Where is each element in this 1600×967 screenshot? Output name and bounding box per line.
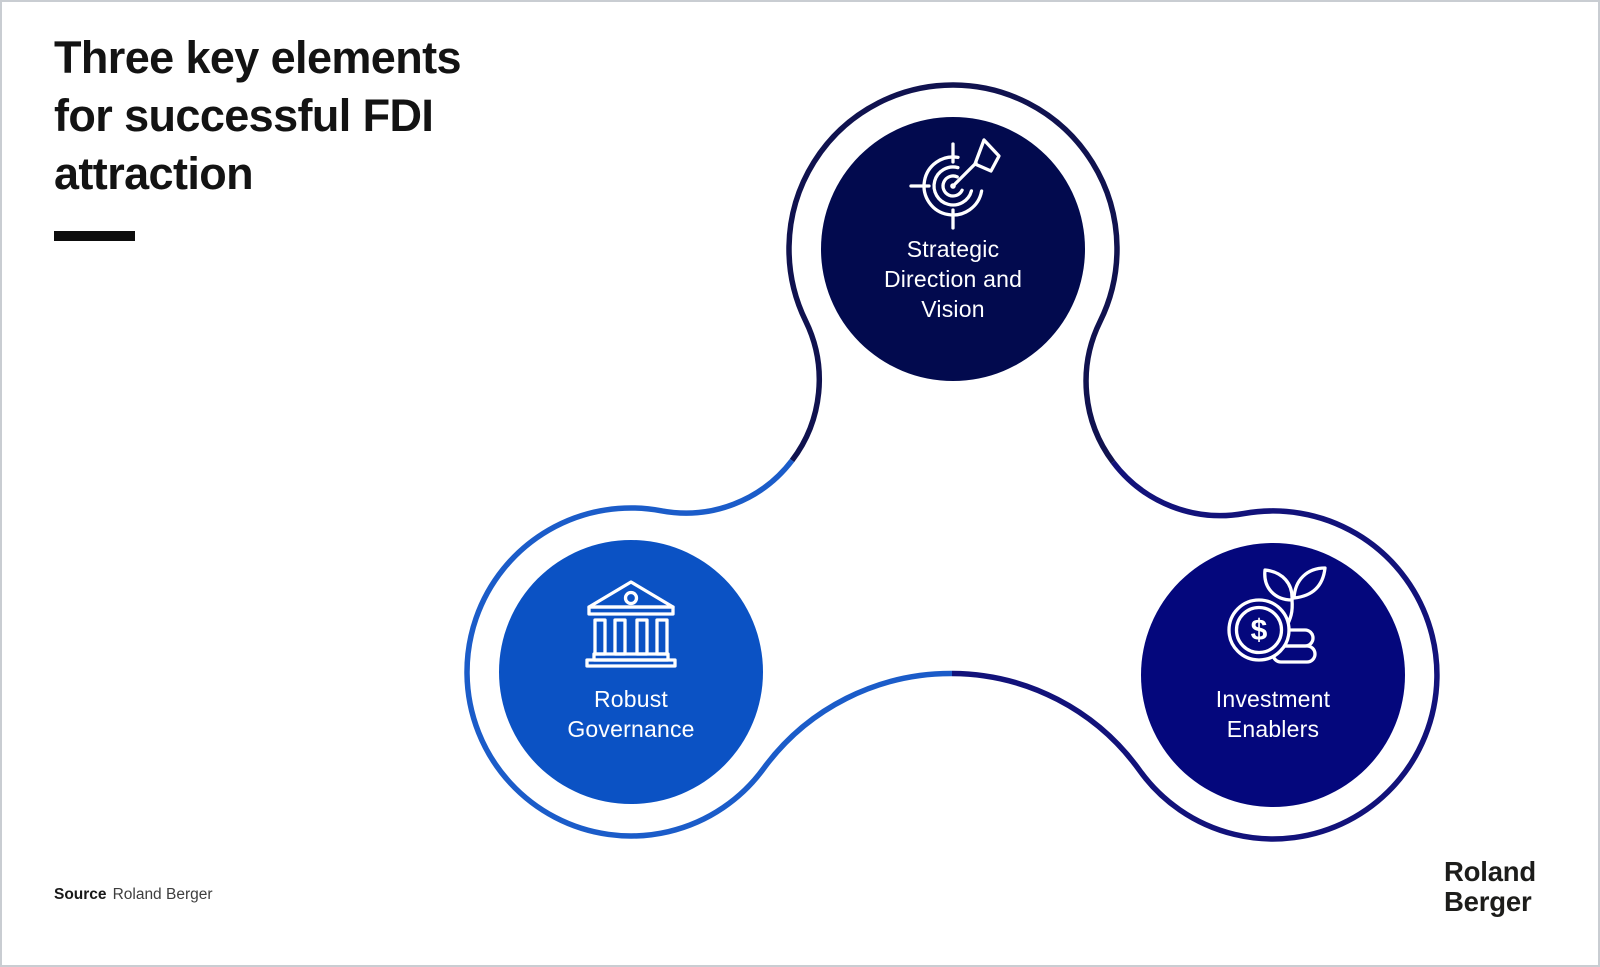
- node-label-governance: Robust Governance: [501, 684, 761, 744]
- target-inner-ring: [941, 174, 964, 198]
- node-label-strategic: Strategic Direction and Vision: [823, 234, 1083, 324]
- node-label-investment: Investment Enablers: [1143, 684, 1403, 744]
- sprout-leaf-left: [1263, 568, 1294, 602]
- source-label: Source: [54, 886, 107, 903]
- node-circle-governance: [499, 540, 763, 804]
- logo-line: Berger: [1444, 886, 1532, 917]
- page-title-line: for successful FDI: [54, 90, 434, 141]
- arrow-head: [973, 138, 1001, 173]
- node-label-line: Strategic: [906, 236, 1000, 262]
- arrow-shaft: [953, 161, 978, 186]
- page-title-line: attraction: [54, 148, 254, 199]
- target-mid-ring: [932, 165, 974, 207]
- node-circle-strategic: [821, 117, 1085, 381]
- target-arrow-icon: [909, 138, 1001, 230]
- roland-berger-logo: Roland Berger: [1444, 857, 1536, 917]
- coin-dollar-sign: $: [1251, 614, 1268, 647]
- sprout-leaf-right: [1292, 566, 1327, 600]
- outline-right-segment: [951, 460, 1440, 842]
- source-line: Source Roland Berger: [54, 886, 213, 904]
- title-underline: [54, 231, 135, 241]
- page-title-line: Three key elements: [54, 32, 462, 83]
- node-label-line: Robust: [593, 686, 669, 712]
- bank-pediment-window: [623, 590, 639, 606]
- bank-icon: [585, 580, 677, 668]
- node-label-line: Investment: [1215, 686, 1331, 712]
- source-value: Roland Berger: [112, 886, 213, 903]
- coin-inner: [1234, 605, 1284, 655]
- logo-line: Roland: [1444, 856, 1536, 887]
- node-label-line: Vision: [921, 296, 985, 322]
- bank-architrave: [587, 605, 675, 616]
- coin-sprout-icon: $: [1227, 566, 1327, 664]
- node-circle-investment: [1141, 543, 1405, 807]
- outline-left-segment: [464, 458, 953, 839]
- bank-plinth: [585, 658, 677, 668]
- outline-top-segment: [786, 82, 1120, 464]
- node-label-line: Governance: [567, 716, 695, 742]
- page-title: Three key elements for successful FDI at…: [54, 29, 462, 203]
- node-label-line: Enablers: [1226, 716, 1320, 742]
- node-label-line: Direction and: [883, 266, 1023, 292]
- target-outer-ring: [922, 155, 984, 217]
